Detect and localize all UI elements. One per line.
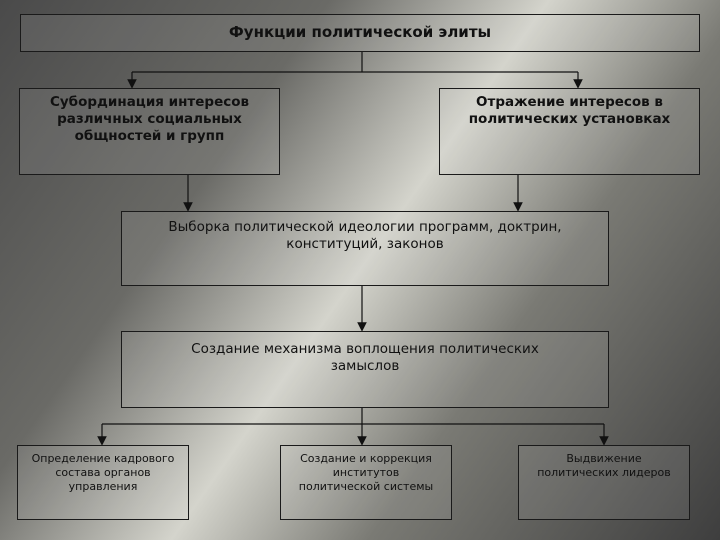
middle-box-2: Создание механизма воплощения политическ… xyxy=(121,331,609,408)
bottom-center-box: Создание и коррекция институтов политиче… xyxy=(280,445,452,520)
right-top-text: Отражение интересов в политических устан… xyxy=(468,94,671,127)
bottom-left-text: Определение кадрового состава органов уп… xyxy=(31,452,175,493)
right-top-box: Отражение интересов в политических устан… xyxy=(439,88,700,175)
title-box: Функции политической элиты xyxy=(20,14,700,52)
diagram-title: Функции политической элиты xyxy=(228,23,492,41)
bottom-right-text: Выдвижение политических лидеров xyxy=(537,452,671,479)
middle-1-text: Выборка политической идеологии программ,… xyxy=(168,219,562,252)
bottom-right-box: Выдвижение политических лидеров xyxy=(518,445,690,520)
bottom-center-text: Создание и коррекция институтов политиче… xyxy=(298,452,434,493)
bottom-left-box: Определение кадрового состава органов уп… xyxy=(17,445,189,520)
left-top-text: Субординация интересов различных социаль… xyxy=(49,94,250,144)
left-top-box: Субординация интересов различных социаль… xyxy=(19,88,280,175)
middle-2-text: Создание механизма воплощения политическ… xyxy=(191,341,539,374)
middle-box-1: Выборка политической идеологии программ,… xyxy=(121,211,609,286)
